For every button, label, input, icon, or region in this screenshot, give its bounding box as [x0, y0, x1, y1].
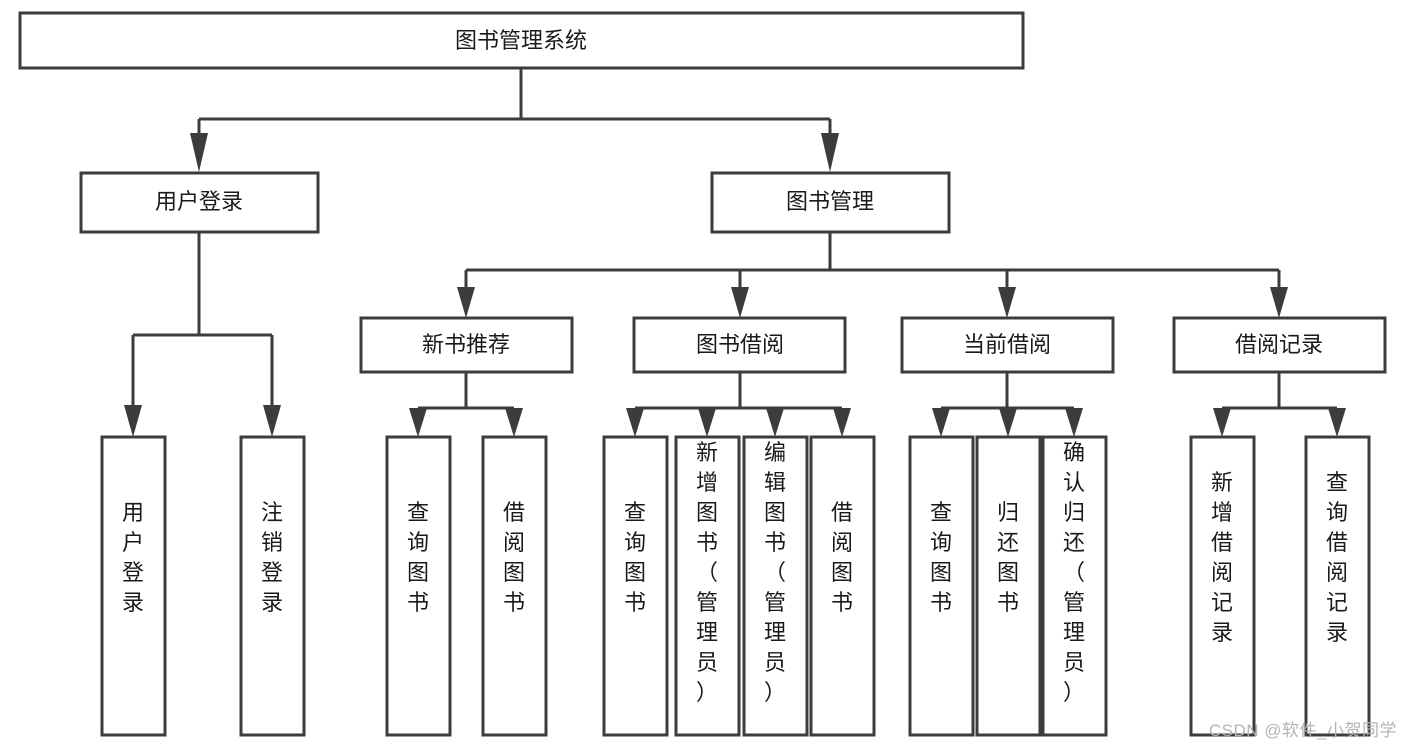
node-new-book-recommend-label: 新书推荐 — [422, 332, 510, 357]
leaf-newbook-borrow-label: 借阅图书 — [503, 500, 525, 615]
leaf-newbook-query[interactable]: 查询图书 — [385, 435, 452, 737]
leaf-record-add-label: 新增借阅记录 — [1211, 470, 1233, 645]
arrow-head-record-leaf-2 — [1328, 408, 1346, 437]
leaf-logout-box[interactable] — [239, 435, 306, 737]
node-root-label: 图书管理系统 — [455, 28, 587, 53]
leaf-newbook-query-label: 查询图书 — [407, 500, 429, 615]
arrow-head-borrow-leaf-1 — [626, 408, 644, 437]
arrow-head-leaf-user-login — [124, 405, 142, 437]
node-current-borrow-box[interactable] — [900, 316, 1115, 374]
node-root[interactable]: 图书管理系统 — [18, 11, 1025, 70]
leaf-user-login-label: 用户登录 — [122, 500, 144, 615]
leaf-borrow-query-box[interactable] — [602, 435, 669, 737]
node-new-book-recommend-box[interactable] — [359, 316, 574, 374]
arrow-head-leaf-logout — [263, 405, 281, 437]
leaf-record-add[interactable]: 新增借阅记录 — [1189, 435, 1256, 737]
leaf-current-query[interactable]: 查询图书 — [908, 435, 975, 737]
leaf-borrow-book-label: 借阅图书 — [831, 500, 853, 615]
arrow-head-user-login — [190, 133, 208, 172]
leaf-borrow-edit-label: 编辑图书（管理员） — [764, 440, 786, 705]
arrow-head-newbook-leaf-2 — [505, 408, 523, 437]
leaf-current-confirm[interactable]: 确认归还（管理员） — [1041, 435, 1108, 737]
leaf-borrow-add[interactable]: 新增图书（管理员） — [674, 435, 741, 737]
leaf-record-add-box[interactable] — [1189, 435, 1256, 737]
arrow-head-current-leaf-3 — [1065, 408, 1083, 437]
leaf-borrow-add-label: 新增图书（管理员） — [696, 440, 718, 705]
node-root-box[interactable] — [18, 11, 1025, 70]
node-new-book-recommend[interactable]: 新书推荐 — [359, 316, 574, 374]
node-user-login-label: 用户登录 — [155, 189, 243, 214]
connector-layer — [124, 68, 1346, 437]
leaf-logout-label: 注销登录 — [261, 500, 283, 615]
node-user-login-box[interactable] — [79, 171, 320, 234]
arrow-head-book-manage — [821, 133, 839, 172]
leaf-newbook-query-box[interactable] — [385, 435, 452, 737]
leaf-current-return[interactable]: 归还图书 — [975, 435, 1042, 737]
leaf-current-confirm-box[interactable] — [1041, 435, 1108, 737]
arrow-head-borrow-leaf-2 — [698, 408, 716, 437]
leaf-logout[interactable]: 注销登录 — [239, 435, 306, 737]
node-book-manage-box[interactable] — [710, 171, 951, 234]
node-user-login[interactable]: 用户登录 — [79, 171, 320, 234]
node-borrow-record-box[interactable] — [1172, 316, 1387, 374]
arrow-head-newbook-leaf-1 — [409, 408, 427, 437]
arrow-head-current-leaf-1 — [932, 408, 950, 437]
leaf-record-query-label: 查询借阅记录 — [1326, 470, 1348, 645]
node-book-borrow[interactable]: 图书借阅 — [632, 316, 847, 374]
arrow-head-current-leaf-2 — [999, 408, 1017, 437]
node-book-borrow-box[interactable] — [632, 316, 847, 374]
node-borrow-record[interactable]: 借阅记录 — [1172, 316, 1387, 374]
leaf-record-query-box[interactable] — [1304, 435, 1371, 737]
arrow-head-newbook — [457, 287, 475, 318]
node-book-borrow-label: 图书借阅 — [696, 332, 784, 357]
leaf-current-return-label: 归还图书 — [997, 500, 1019, 615]
node-book-manage[interactable]: 图书管理 — [710, 171, 951, 234]
node-borrow-record-label: 借阅记录 — [1235, 332, 1323, 357]
arrow-head-borrow — [731, 287, 749, 318]
leaf-newbook-borrow-box[interactable] — [481, 435, 548, 737]
node-current-borrow-label: 当前借阅 — [963, 332, 1051, 357]
leaf-borrow-edit[interactable]: 编辑图书（管理员） — [742, 435, 809, 737]
leaf-borrow-query[interactable]: 查询图书 — [602, 435, 669, 737]
leaf-borrow-book-box[interactable] — [809, 435, 876, 737]
node-current-borrow[interactable]: 当前借阅 — [900, 316, 1115, 374]
leaf-current-return-box[interactable] — [975, 435, 1042, 737]
leaf-user-login[interactable]: 用户登录 — [100, 435, 167, 737]
arrow-head-current — [998, 287, 1016, 318]
leaf-borrow-book[interactable]: 借阅图书 — [809, 435, 876, 737]
arrow-head-record-leaf-1 — [1213, 408, 1231, 437]
node-book-manage-label: 图书管理 — [786, 189, 874, 214]
leaf-newbook-borrow[interactable]: 借阅图书 — [481, 435, 548, 737]
arrow-head-borrow-leaf-3 — [766, 408, 784, 437]
leaf-current-query-label: 查询图书 — [930, 500, 952, 615]
leaf-borrow-query-label: 查询图书 — [624, 500, 646, 615]
leaf-borrow-add-box[interactable] — [674, 435, 741, 737]
leaf-borrow-edit-box[interactable] — [742, 435, 809, 737]
leaf-current-query-box[interactable] — [908, 435, 975, 737]
leaf-user-login-box[interactable] — [100, 435, 167, 737]
arrow-head-record — [1270, 287, 1288, 318]
arrow-head-borrow-leaf-4 — [833, 408, 851, 437]
leaf-record-query[interactable]: 查询借阅记录 — [1304, 435, 1371, 737]
leaf-current-confirm-label: 确认归还（管理员） — [1063, 440, 1085, 705]
